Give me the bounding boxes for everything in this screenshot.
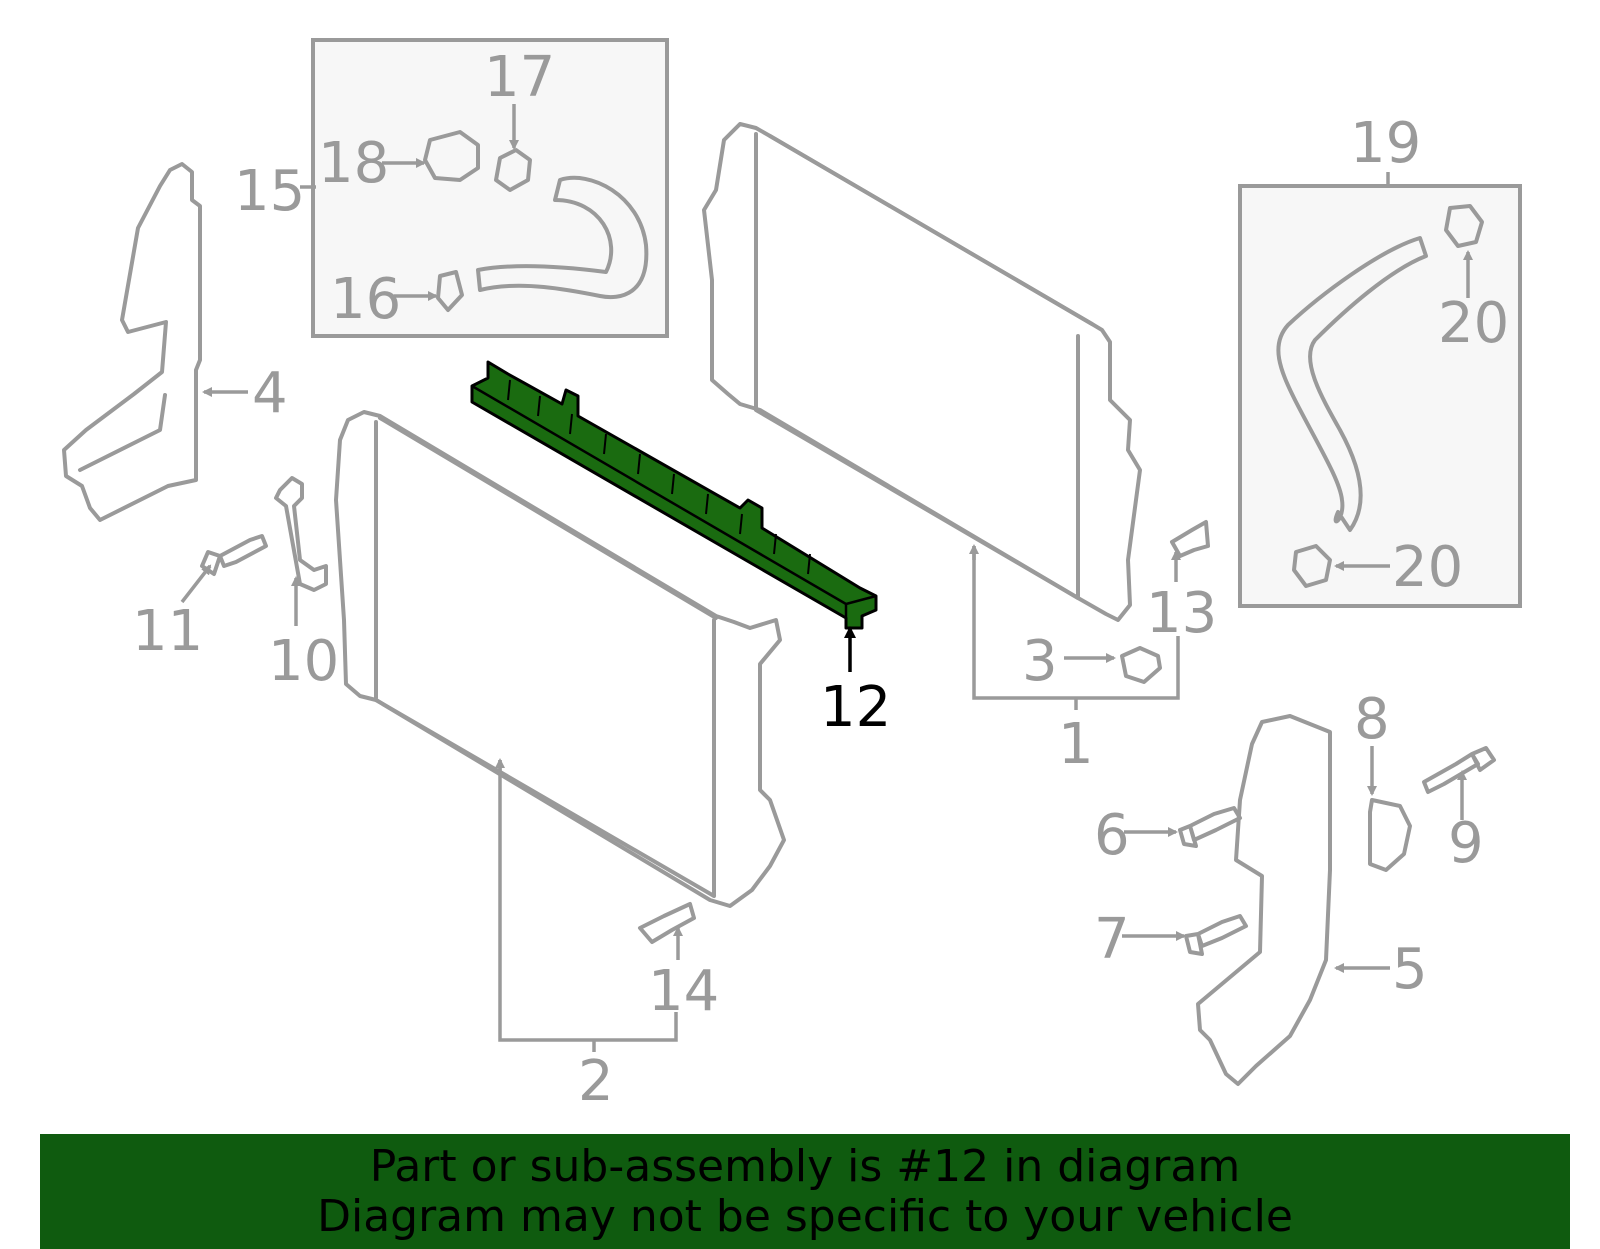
part-12-seal <box>470 360 878 630</box>
callout-1: 1 <box>1058 712 1094 777</box>
callout-17: 17 <box>484 45 555 110</box>
part-13-drain-plug <box>1170 520 1210 558</box>
callout-12: 12 <box>820 675 891 740</box>
callout-10: 10 <box>268 629 339 694</box>
part-4-air-guide <box>62 162 202 522</box>
info-banner: Part or sub-assembly is #12 in diagram D… <box>40 1134 1570 1249</box>
callout-18: 18 <box>318 131 389 196</box>
part-7-bolt <box>1184 914 1248 956</box>
callout-11: 11 <box>132 599 203 664</box>
part-2-condenser <box>334 410 786 908</box>
part-14-drain-plug <box>638 902 696 944</box>
callout-13: 13 <box>1146 581 1217 646</box>
callout-6: 6 <box>1094 803 1130 868</box>
hose-kit-box-15 <box>311 38 669 338</box>
banner-line-1: Part or sub-assembly is #12 in diagram <box>369 1140 1241 1192</box>
part-1-radiator <box>702 122 1142 622</box>
part-10-bracket <box>274 476 328 592</box>
callout-20-bottom: 20 <box>1392 535 1463 600</box>
part-9-bolt <box>1422 746 1496 794</box>
callout-3: 3 <box>1022 629 1058 694</box>
callout-7: 7 <box>1094 907 1130 972</box>
leader-lines <box>180 104 1473 1052</box>
part-3-grommet <box>1120 646 1162 684</box>
callout-5: 5 <box>1392 937 1428 1002</box>
callout-20-top: 20 <box>1438 291 1509 356</box>
hose-kit-box-19 <box>1238 184 1522 608</box>
callout-2: 2 <box>578 1049 614 1114</box>
part-11-bolt <box>200 534 268 576</box>
callout-19: 19 <box>1350 111 1421 176</box>
part-5-air-guide <box>1196 714 1332 1086</box>
callout-14: 14 <box>648 959 719 1024</box>
callout-16: 16 <box>330 267 401 332</box>
callout-4: 4 <box>252 361 288 426</box>
part-12-highlighted <box>470 360 878 630</box>
banner-line-2: Diagram may not be specific to your vehi… <box>317 1190 1293 1242</box>
callout-8: 8 <box>1354 687 1390 752</box>
callout-9: 9 <box>1448 811 1484 876</box>
part-8-bracket <box>1368 798 1412 872</box>
part-6-bolt <box>1178 806 1242 848</box>
callout-15: 15 <box>234 159 305 224</box>
